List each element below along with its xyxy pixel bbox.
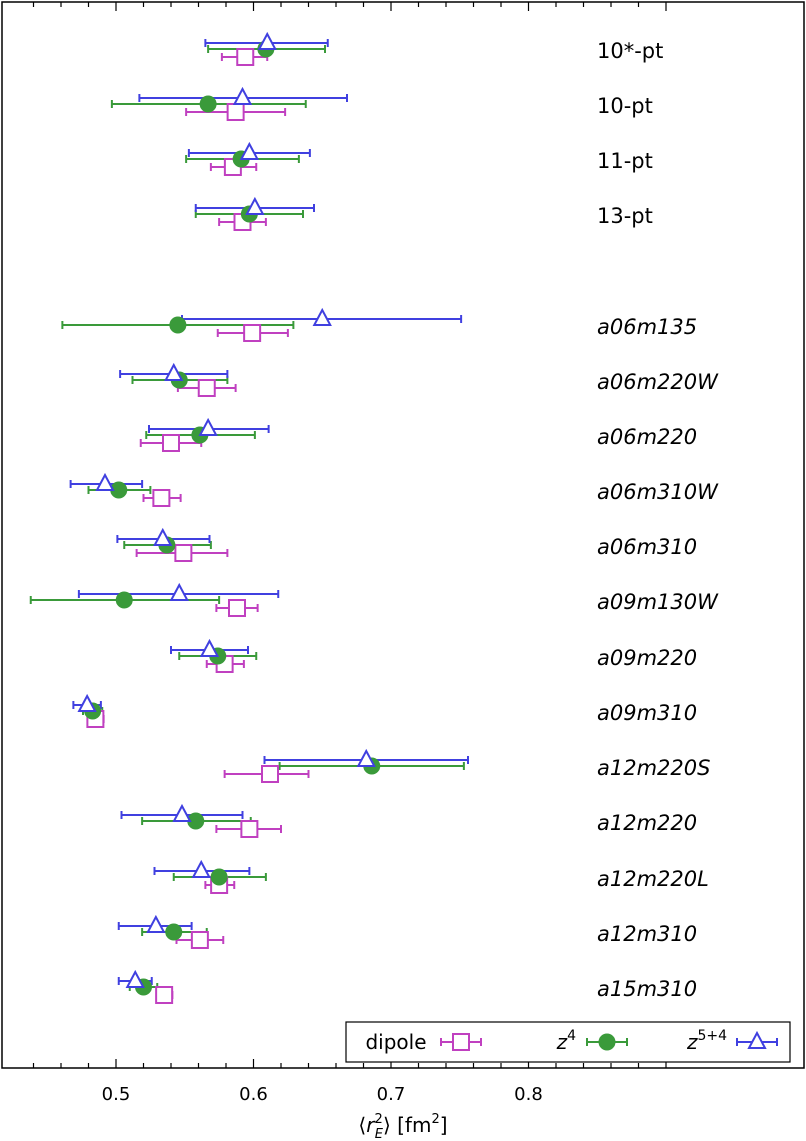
data-row: [170, 638, 258, 673]
z54-marker: [95, 472, 115, 491]
row-label: a15m310: [597, 977, 697, 1001]
z54-marker: [232, 86, 253, 105]
dipole-marker: [155, 986, 174, 1004]
z4-marker: [169, 316, 187, 334]
x-tick-label: 0.8: [514, 1084, 543, 1105]
row-label: a06m220: [597, 425, 697, 449]
data-row: [153, 859, 267, 894]
z54-marker: [312, 307, 332, 326]
row-label: a12m220: [597, 811, 697, 835]
z4-marker: [165, 923, 183, 941]
dipole-marker: [226, 103, 245, 121]
legend-label: z5+4: [686, 1028, 727, 1054]
z54-marker: [257, 31, 277, 50]
row-label: a12m220L: [597, 867, 709, 891]
row-label: a06m135: [597, 315, 697, 339]
data-row: [116, 527, 229, 562]
row-labels: 10*-pt 10-pt 11-pt 13-pt a06m135 a06m220W a06m…: [597, 39, 719, 1001]
z54-marker: [245, 196, 265, 215]
z54-marker: [199, 638, 220, 657]
data-row: [185, 141, 311, 176]
row-label: a06m220W: [597, 370, 719, 394]
data-row: [69, 472, 182, 507]
dipole-marker: [243, 324, 262, 342]
x-axis-ticks: [32, 2, 667, 1068]
dipole-marker: [261, 765, 279, 783]
z4-marker: [199, 95, 217, 113]
row-label: a09m130W: [597, 590, 719, 614]
plot-frame: [1, 1, 805, 1069]
data-row: [117, 914, 225, 949]
legend: dipole z4 z5+4: [345, 1021, 791, 1063]
data-row: [61, 307, 463, 342]
z4-marker: [598, 1033, 616, 1051]
data-row: [204, 31, 329, 66]
data-row: [119, 362, 237, 397]
z54-marker: [169, 582, 189, 601]
row-label: a06m310W: [597, 480, 719, 504]
x-tick-label: 0.6: [239, 1084, 268, 1105]
data-row: [72, 693, 105, 728]
z54-marker: [153, 527, 173, 546]
z4-marker: [115, 591, 133, 609]
dipole-marker: [197, 379, 216, 397]
row-label: 11-pt: [597, 149, 653, 173]
dipole-marker: [228, 599, 246, 617]
data-row: [120, 803, 282, 838]
data-row: [223, 748, 469, 783]
z54-marker: [191, 859, 211, 878]
row-label: 10*-pt: [597, 39, 663, 63]
x-axis-tick-labels: 0.5 0.6 0.7 0.8: [102, 1084, 543, 1105]
data-row: [139, 417, 270, 452]
legend-label: z4: [556, 1028, 577, 1054]
legend-box: [345, 1021, 791, 1063]
row-label: a09m310: [597, 701, 697, 725]
legend-label: dipole: [365, 1030, 426, 1054]
dipole-marker: [190, 931, 209, 949]
z54-marker: [125, 969, 145, 988]
dipole-marker: [174, 544, 193, 562]
z54-marker: [356, 748, 376, 767]
data-rows: [29, 31, 469, 1004]
row-label: a12m220S: [597, 756, 710, 780]
dipole-marker: [452, 1033, 470, 1051]
z54-marker: [172, 803, 192, 822]
z54-marker: [239, 141, 260, 160]
row-label: a09m220: [597, 646, 697, 670]
data-row: [194, 196, 315, 231]
data-row: [29, 582, 280, 617]
row-label: a06m310: [597, 535, 697, 559]
row-label: a12m310: [597, 922, 697, 946]
z54-marker: [77, 693, 97, 712]
x-tick-label: 0.5: [102, 1084, 131, 1105]
dipole-marker: [240, 820, 259, 838]
z54-marker: [198, 417, 218, 436]
dipole-marker: [162, 434, 180, 452]
row-label: 13-pt: [597, 204, 653, 228]
dipole-marker: [152, 489, 171, 507]
z54-marker: [146, 914, 166, 933]
data-row: [110, 86, 348, 121]
dipole-marker: [236, 48, 255, 66]
row-label: 10-pt: [597, 94, 653, 118]
z54-marker: [164, 362, 184, 381]
z4-marker: [210, 868, 228, 886]
z54-marker: [747, 1030, 767, 1049]
x-tick-label: 0.7: [377, 1084, 406, 1105]
data-row: [117, 969, 174, 1004]
